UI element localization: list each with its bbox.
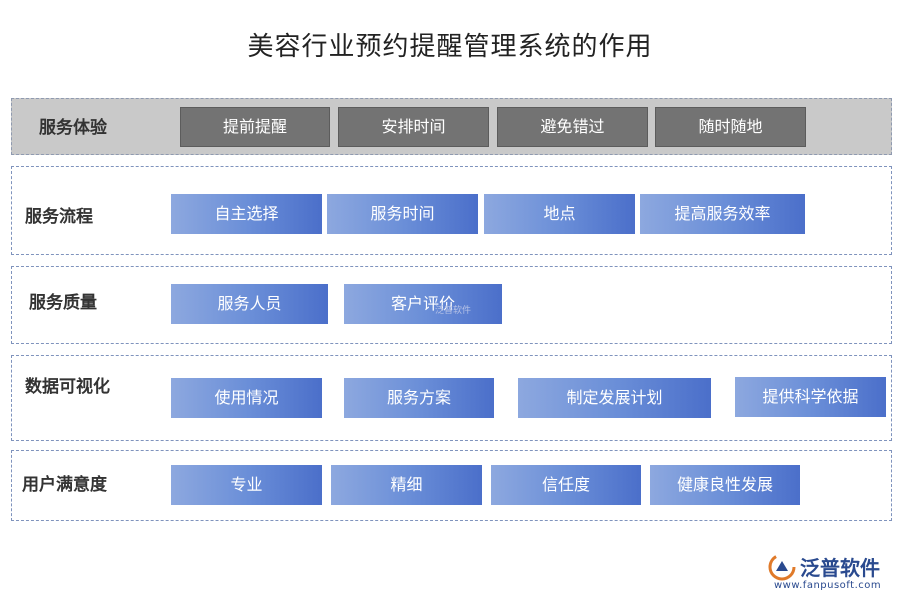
row-service-process: 服务流程 自主选择 服务时间 地点 提高服务效率: [11, 166, 892, 255]
row-label: 服务流程: [25, 207, 93, 227]
row-user-satisfaction: 用户满意度 专业 精细 信任度 健康良性发展: [11, 450, 892, 521]
tag-box: 专业: [171, 465, 322, 505]
row-label: 数据可视化: [25, 377, 110, 397]
tag-box: 自主选择: [171, 194, 322, 234]
logo-icon: [768, 553, 796, 581]
logo-url: www.fanpusoft.com: [774, 580, 882, 591]
tag-box: 制定发展计划: [518, 378, 711, 418]
tag-box: 精细: [331, 465, 482, 505]
row-label: 用户满意度: [22, 475, 107, 495]
diagram-title: 美容行业预约提醒管理系统的作用: [247, 32, 653, 62]
tag-box: 提供科学依据: [735, 377, 886, 417]
tag-box: 地点: [484, 194, 635, 234]
row-service-experience: 服务体验 提前提醒 安排时间 避免错过 随时随地: [11, 98, 892, 155]
tag-box: 健康良性发展: [650, 465, 800, 505]
logo-name: 泛普软件: [800, 556, 880, 580]
tag-box: 客户评价: [344, 284, 502, 324]
tag-box: 信任度: [491, 465, 641, 505]
watermark-text: 泛普软件: [435, 306, 472, 316]
tag-box: 随时随地: [655, 107, 806, 147]
row-label: 服务质量: [29, 293, 97, 313]
tag-box: 服务人员: [171, 284, 328, 324]
tag-box: 服务时间: [327, 194, 478, 234]
row-data-visualization: 数据可视化 使用情况 服务方案 制定发展计划 提供科学依据: [11, 355, 892, 441]
row-label: 服务体验: [39, 118, 107, 138]
row-service-quality: 服务质量 服务人员 客户评价: [11, 266, 892, 344]
tag-box: 提前提醒: [180, 107, 330, 147]
tag-box: 避免错过: [497, 107, 648, 147]
tag-box: 提高服务效率: [640, 194, 805, 234]
tag-box: 安排时间: [338, 107, 489, 147]
brand-logo: 泛普软件 www.fanpusoft.com: [762, 551, 892, 595]
tag-box: 使用情况: [171, 378, 322, 418]
tag-box: 服务方案: [344, 378, 494, 418]
